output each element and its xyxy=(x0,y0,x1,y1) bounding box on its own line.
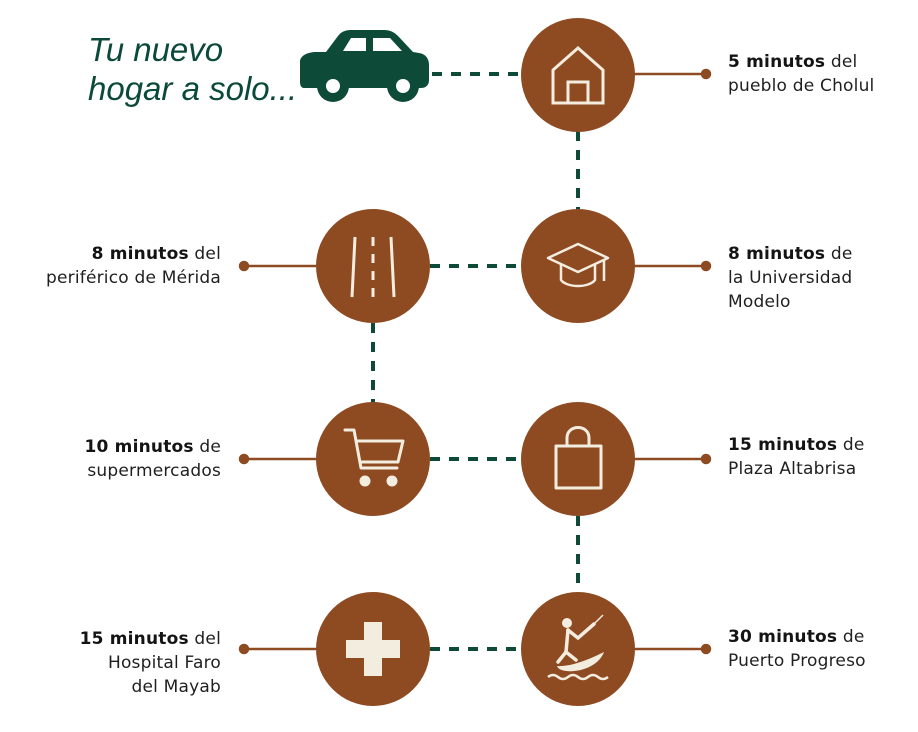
leader-dot xyxy=(700,260,712,272)
green-connectors xyxy=(371,72,580,651)
label-text: de xyxy=(837,627,865,647)
node-bag xyxy=(521,402,635,516)
headline-line-2: hogar a solo... xyxy=(88,70,298,107)
label-text: de xyxy=(825,244,853,264)
leader-dot xyxy=(238,453,250,465)
leader-dot xyxy=(700,68,712,80)
time-value: 8 minutos xyxy=(728,244,826,264)
label-progreso: 30 minutos de Puerto Progreso xyxy=(728,625,866,673)
time-value: 15 minutos xyxy=(728,435,838,455)
shopping-cart-icon xyxy=(343,428,405,487)
label-text: la Universidad xyxy=(728,268,853,288)
label-hospital: 15 minutos del Hospital Faro del Mayab xyxy=(80,627,221,699)
label-text: pueblo de Cholul xyxy=(728,76,875,96)
label-text: de xyxy=(837,435,865,455)
leader-dot xyxy=(700,453,712,465)
label-text: del xyxy=(825,52,858,72)
label-text: Modelo xyxy=(728,292,791,312)
leader-dot xyxy=(700,643,712,655)
nodes xyxy=(316,18,635,706)
time-value: 15 minutos xyxy=(79,629,189,649)
time-value: 30 minutos xyxy=(728,627,838,647)
label-text: Hospital Faro xyxy=(107,653,221,673)
node-cart xyxy=(316,402,430,516)
graduation-cap-icon xyxy=(546,242,610,288)
car-icon xyxy=(300,30,429,102)
headline-line-1: Tu nuevo xyxy=(88,31,224,68)
time-value: 8 minutos xyxy=(91,244,189,264)
label-text: del xyxy=(188,629,221,649)
headline: Tu nuevo hogar a solo... xyxy=(88,30,308,108)
time-value: 10 minutos xyxy=(84,437,194,457)
label-altabrisa: 15 minutos de Plaza Altabrisa xyxy=(728,433,865,481)
leader-dot xyxy=(238,260,250,272)
label-supermercados: 10 minutos de supermercados xyxy=(84,435,221,483)
leader-dot xyxy=(238,643,250,655)
shopping-bag-icon xyxy=(554,426,603,490)
house-icon xyxy=(551,46,605,105)
leader-lines xyxy=(238,68,712,655)
node-house xyxy=(521,18,635,132)
label-text: Plaza Altabrisa xyxy=(728,459,857,479)
label-text: supermercados xyxy=(87,461,221,481)
kitesurf-icon xyxy=(547,614,609,681)
label-cholul: 5 minutos del pueblo de Cholul xyxy=(728,50,874,98)
label-universidad: 8 minutos de la Universidad Modelo xyxy=(728,242,852,314)
label-text: de xyxy=(193,437,221,457)
node-kite xyxy=(521,592,635,706)
time-value: 5 minutos xyxy=(728,52,826,72)
medical-cross-icon xyxy=(346,622,400,676)
node-cap xyxy=(521,209,635,323)
node-road xyxy=(316,209,430,323)
label-text: del xyxy=(188,244,221,264)
label-text: Puerto Progreso xyxy=(728,651,866,671)
road-icon xyxy=(350,236,396,298)
label-text: del Mayab xyxy=(131,677,221,697)
label-text: periférico de Mérida xyxy=(46,268,221,288)
label-periferico: 8 minutos del periférico de Mérida xyxy=(46,242,221,290)
